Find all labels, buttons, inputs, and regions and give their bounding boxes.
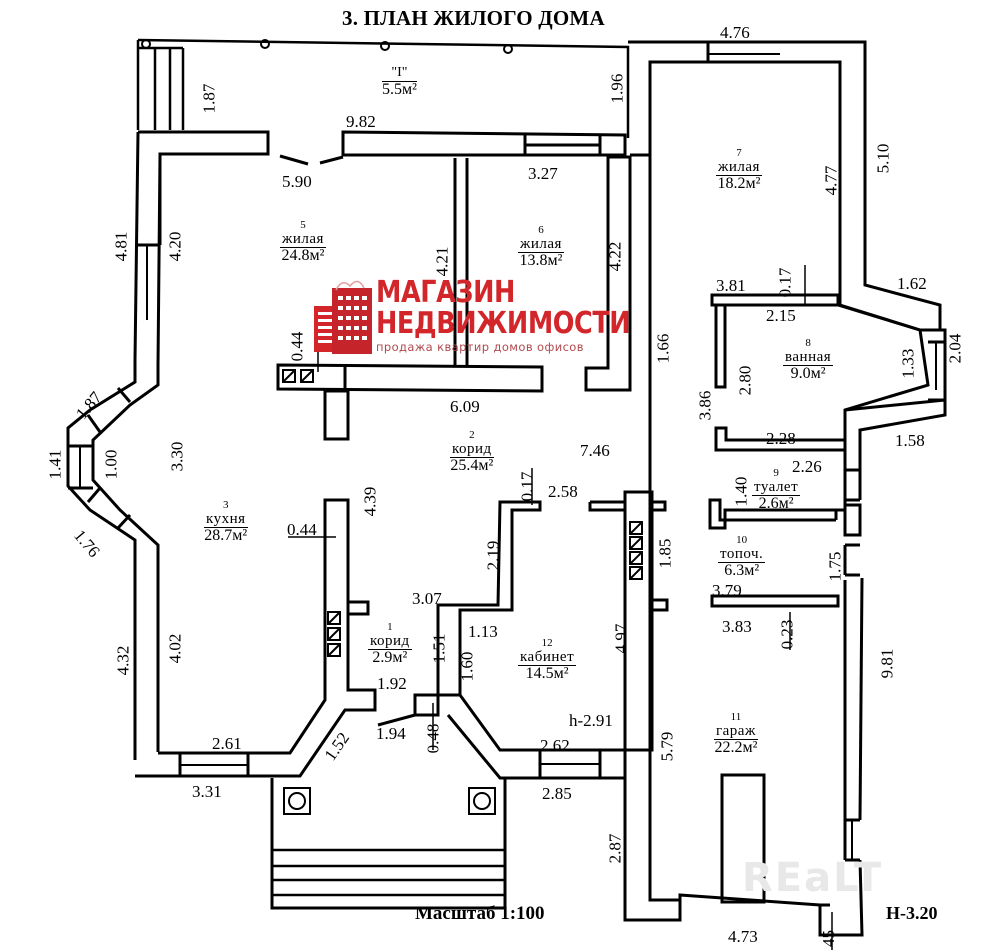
post-icon: [380, 41, 390, 51]
dim-label: 4.20: [165, 231, 185, 262]
logo-line2: НЕДВИЖИМОСТИ: [376, 306, 631, 341]
dim-label: 4.81: [111, 231, 131, 262]
dim-label: 1.62: [897, 274, 927, 293]
dim-label: 1.40: [731, 476, 751, 507]
dim-label: 1.75: [825, 551, 845, 582]
dim-label: 2.04: [945, 333, 965, 364]
dim-label: 2.26: [792, 457, 822, 476]
dim-label: 9.82: [346, 112, 376, 131]
dim-label: 2.80: [735, 365, 755, 396]
dim-label: 1.87: [199, 83, 219, 114]
dim-label: 1.60: [457, 651, 477, 682]
dim-label: 2.87: [605, 833, 625, 864]
dim-label: 0.44: [287, 331, 307, 362]
dim-label: 1.00: [101, 449, 121, 480]
dim-label: 1.33: [898, 348, 918, 379]
dim-label: 4.22: [605, 241, 625, 272]
dim-label: 0.48: [423, 723, 443, 754]
dim-label: 1.66: [653, 333, 673, 364]
dim-label: 1.51: [429, 633, 449, 664]
dim-label: 4.02: [165, 633, 185, 664]
building-icon: [314, 280, 372, 354]
dim-label: 3.27: [528, 164, 558, 183]
scale-label: Масштаб 1:100: [415, 903, 545, 924]
dim-label: 1.41: [45, 449, 65, 480]
dim-label: 2.85: [542, 784, 572, 803]
dim-label: 45: [819, 930, 838, 947]
agency-logo: МАГАЗИН НЕДВИЖИМОСТИ продажа квартир дом…: [312, 275, 631, 358]
dim-label: 9.81: [877, 648, 897, 679]
dim-label: 4.77: [821, 165, 841, 196]
dim-label: 1.96: [607, 73, 627, 104]
dim-label: 1.92: [377, 674, 407, 693]
dim-label: 5.79: [657, 731, 677, 762]
dim-label: 2.15: [766, 306, 796, 325]
dim-label: 0.44: [287, 520, 317, 539]
dim-label: 3.86: [695, 390, 715, 421]
dim-label: 2.19: [483, 540, 503, 571]
dim-label: 5.90: [282, 172, 312, 191]
dim-label: 3.83: [722, 617, 752, 636]
logo-line1: МАГАЗИН: [376, 275, 515, 310]
bay-window-wall: [66, 360, 137, 760]
dim-label: 5.10: [873, 143, 893, 174]
post-icon: [260, 39, 270, 49]
terrace-outline: [137, 38, 630, 138]
dim-label: 0.23: [777, 619, 797, 650]
room-terrace: "I" 5.5м²: [382, 65, 417, 98]
dim-label: 0.17: [775, 267, 795, 298]
dim-label: 4.76: [720, 23, 750, 42]
dim-label: 2.61: [212, 734, 242, 753]
dim-label: 0.17: [517, 471, 537, 502]
dim-label: 2.58: [548, 482, 578, 501]
dim-label: 2.28: [766, 429, 796, 448]
dim-label: 4.32: [113, 645, 133, 676]
dim-label: 1.58: [895, 431, 925, 450]
logo-tagline: продажа квартир домов офисов: [376, 340, 584, 354]
dim-label: 2.62: [540, 736, 570, 755]
dim-label: 4.97: [611, 623, 631, 654]
dim-label: 7.46: [580, 441, 610, 460]
dim-label: 1.85: [655, 538, 675, 569]
dim-label: 1.94: [376, 724, 406, 743]
dim-label: 1.13: [468, 622, 498, 641]
height-mark: Н-3.20: [886, 903, 938, 923]
dim-label: 3.30: [167, 441, 187, 472]
dim-label: 3.81: [716, 276, 746, 295]
dim-label: 6.09: [450, 397, 480, 416]
wall-room5-top-right: [341, 130, 627, 157]
plan-title: 3. ПЛАН ЖИЛОГО ДОМА: [342, 6, 605, 30]
dim-label: h-2.91: [569, 711, 613, 730]
wall-room5-top: [138, 130, 270, 245]
dim-label: 4.21: [432, 246, 452, 277]
realt-watermark: REaLT: [742, 855, 884, 901]
porch-outline: [270, 778, 507, 910]
dim-label: 3.31: [192, 782, 222, 801]
dim-label: 4.73: [728, 927, 758, 946]
post-icon: [503, 44, 513, 54]
dim-label: 4.39: [360, 486, 380, 517]
dim-label: 3.07: [412, 589, 442, 608]
dim-label: 3.79: [712, 581, 742, 600]
